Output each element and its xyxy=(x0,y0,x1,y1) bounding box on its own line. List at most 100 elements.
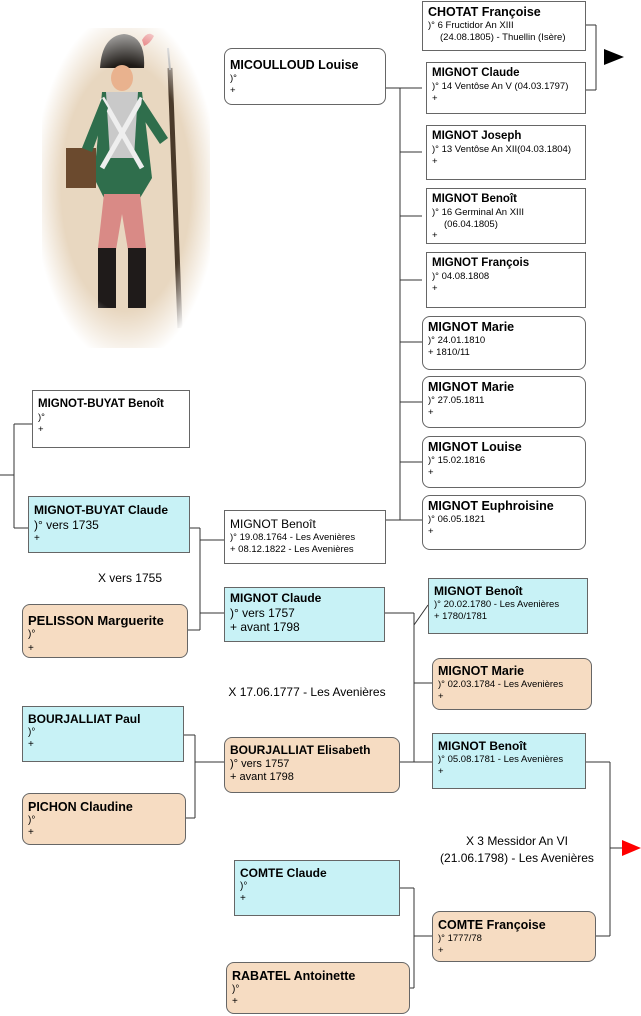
person-card[interactable]: MIGNOT Benoît )° 05.08.1781 - Les Aveniè… xyxy=(432,733,586,789)
person-card[interactable]: MIGNOT-BUYAT Benoît )° + xyxy=(32,390,190,448)
person-card[interactable]: CHOTAT Françoise )° 6 Fructidor An XIII … xyxy=(422,1,586,51)
person-death: + xyxy=(432,282,438,294)
person-death: + xyxy=(428,466,434,478)
person-birth: )° xyxy=(232,984,240,995)
person-name: MIGNOT Benoît xyxy=(438,739,527,753)
person-birth: )° vers 1757 xyxy=(230,758,290,770)
person-birth: )° 27.05.1811 xyxy=(428,395,485,406)
person-name: MIGNOT Joseph xyxy=(432,130,522,142)
person-death: + xyxy=(438,765,444,777)
person-birth: )° 1777/78 xyxy=(438,933,482,944)
person-card[interactable]: MIGNOT Benoît )° 16 Germinal An XIII (06… xyxy=(426,188,586,244)
person-name: MIGNOT Marie xyxy=(438,664,525,678)
person-name: MIGNOT Benoît xyxy=(432,193,517,205)
person-death: + xyxy=(428,406,434,418)
person-death: + xyxy=(38,423,44,435)
arrow-right-black-icon[interactable] xyxy=(604,49,624,65)
person-name: MIGNOT Claude xyxy=(230,591,322,605)
person-card[interactable]: MIGNOT Marie )° 27.05.1811 + xyxy=(422,376,586,428)
person-birth: )° xyxy=(28,815,36,826)
person-birth: )° 13 Ventôse An XII(04.03.1804) xyxy=(432,144,572,155)
person-birth: )° 15.02.1816 xyxy=(428,455,486,466)
person-birth: )° vers 1735 xyxy=(34,518,99,532)
person-death: + xyxy=(438,690,444,702)
person-birth: )° xyxy=(230,73,237,84)
person-card[interactable]: MIGNOT Claude )° 14 Ventôse An V (04.03.… xyxy=(426,62,586,114)
person-name: MIGNOT-BUYAT Benoît xyxy=(38,398,164,410)
person-card[interactable]: MIGNOT-BUYAT Claude )° vers 1735 + xyxy=(28,496,190,553)
person-name: MICOULLOUD Louise xyxy=(230,58,359,72)
arrow-right-red-icon[interactable] xyxy=(622,840,641,856)
person-card[interactable]: BOURJALLIAT Paul )° + xyxy=(22,706,184,762)
person-card[interactable]: MIGNOT Marie )° 24.01.1810 + 1810/11 xyxy=(422,316,586,370)
person-birth: )° 14 Ventôse An V (04.03.1797) xyxy=(432,81,569,92)
person-birth: )° xyxy=(38,412,45,423)
person-name: MIGNOT François xyxy=(432,257,530,269)
person-card[interactable]: MIGNOT Joseph )° 13 Ventôse An XII(04.03… xyxy=(426,125,586,180)
person-death: + xyxy=(432,230,438,241)
person-name: MIGNOT Claude xyxy=(432,67,520,79)
marriage-label: X 3 Messidor An VI xyxy=(465,834,569,848)
person-card[interactable]: MICOULLOUD Louise )° + xyxy=(224,48,386,105)
person-birth-detail: (24.08.1805) - Thuellin (Isère) xyxy=(440,31,566,43)
person-death: + xyxy=(28,643,34,654)
person-name: MIGNOT Benoît xyxy=(230,517,316,531)
person-card[interactable]: MIGNOT Euphroisine )° 06.05.1821 + xyxy=(422,495,586,550)
person-death: + xyxy=(232,995,238,1007)
person-death: + xyxy=(230,84,236,96)
person-card[interactable]: COMTE Françoise )° 1777/78 + xyxy=(432,911,596,962)
person-death: + xyxy=(438,944,444,956)
person-birth: )° 02.03.1784 - Les Avenières xyxy=(438,679,564,690)
person-birth: )° 05.08.1781 - Les Avenières xyxy=(438,754,564,765)
person-birth: )° vers 1757 xyxy=(230,606,295,620)
person-death: + xyxy=(432,155,438,167)
person-card[interactable]: MIGNOT Claude )° vers 1757 + avant 1798 xyxy=(224,587,385,642)
person-name: PELISSON Marguerite xyxy=(28,613,164,628)
person-card[interactable]: MIGNOT Marie )° 02.03.1784 - Les Avenièr… xyxy=(432,658,592,710)
person-name: MIGNOT Marie xyxy=(428,380,515,394)
person-card[interactable]: RABATEL Antoinette )° + xyxy=(226,962,410,1014)
person-birth: )° 19.08.1764 - Les Avenières xyxy=(230,532,356,543)
person-birth: )° 06.05.1821 xyxy=(428,514,486,525)
person-name: RABATEL Antoinette xyxy=(232,969,356,983)
person-name: BOURJALLIAT Elisabeth xyxy=(230,743,371,757)
person-birth: )° xyxy=(28,727,36,738)
person-name: MIGNOT Louise xyxy=(428,440,522,454)
marriage-label: (21.06.1798) - Les Avenières xyxy=(440,851,594,865)
person-card[interactable]: PELISSON Marguerite )° + xyxy=(22,604,188,658)
person-birth: )° xyxy=(240,881,248,892)
person-card[interactable]: BOURJALLIAT Elisabeth )° vers 1757 + ava… xyxy=(224,737,400,793)
person-card[interactable]: MIGNOT François )° 04.08.1808 + xyxy=(426,252,586,308)
person-name: PICHON Claudine xyxy=(28,800,133,814)
person-card[interactable]: COMTE Claude )° + xyxy=(234,860,400,916)
person-card[interactable]: MIGNOT Louise )° 15.02.1816 + xyxy=(422,436,586,488)
person-birth: )° 6 Fructidor An XIII xyxy=(428,20,514,31)
person-card[interactable]: MIGNOT Benoît )° 20.02.1780 - Les Aveniè… xyxy=(428,578,588,634)
person-birth: )° 20.02.1780 - Les Avenières xyxy=(434,599,560,610)
person-death: + xyxy=(428,525,434,537)
person-name: MIGNOT Benoît xyxy=(434,584,523,598)
person-name: BOURJALLIAT Paul xyxy=(28,712,141,726)
person-name: CHOTAT Françoise xyxy=(428,5,541,19)
marriage-label: X vers 1755 xyxy=(97,571,163,585)
person-death: + 08.12.1822 - Les Avenières xyxy=(230,543,354,555)
person-death: + xyxy=(240,892,246,904)
person-death: + avant 1798 xyxy=(230,771,294,783)
person-death: + 1780/1781 xyxy=(434,610,488,622)
person-death: + xyxy=(34,533,40,544)
person-name: MIGNOT-BUYAT Claude xyxy=(34,503,169,517)
person-card[interactable]: PICHON Claudine )° + xyxy=(22,793,186,845)
person-name: MIGNOT Euphroisine xyxy=(428,499,554,513)
person-death: + xyxy=(28,738,34,750)
person-birth: )° 04.08.1808 xyxy=(432,271,490,282)
person-card[interactable]: MIGNOT Benoît )° 19.08.1764 - Les Aveniè… xyxy=(224,510,386,564)
person-death: + xyxy=(28,826,34,838)
person-birth: )° 24.01.1810 xyxy=(428,335,486,346)
person-name: COMTE Claude xyxy=(240,866,327,880)
person-death: + avant 1798 xyxy=(230,620,300,634)
person-death: + 1810/11 xyxy=(428,346,470,358)
person-birth: )° 16 Germinal An XIII xyxy=(432,207,524,218)
marriage-label: X 17.06.1777 - Les Avenières xyxy=(228,685,386,699)
person-birth: )° xyxy=(28,629,36,640)
